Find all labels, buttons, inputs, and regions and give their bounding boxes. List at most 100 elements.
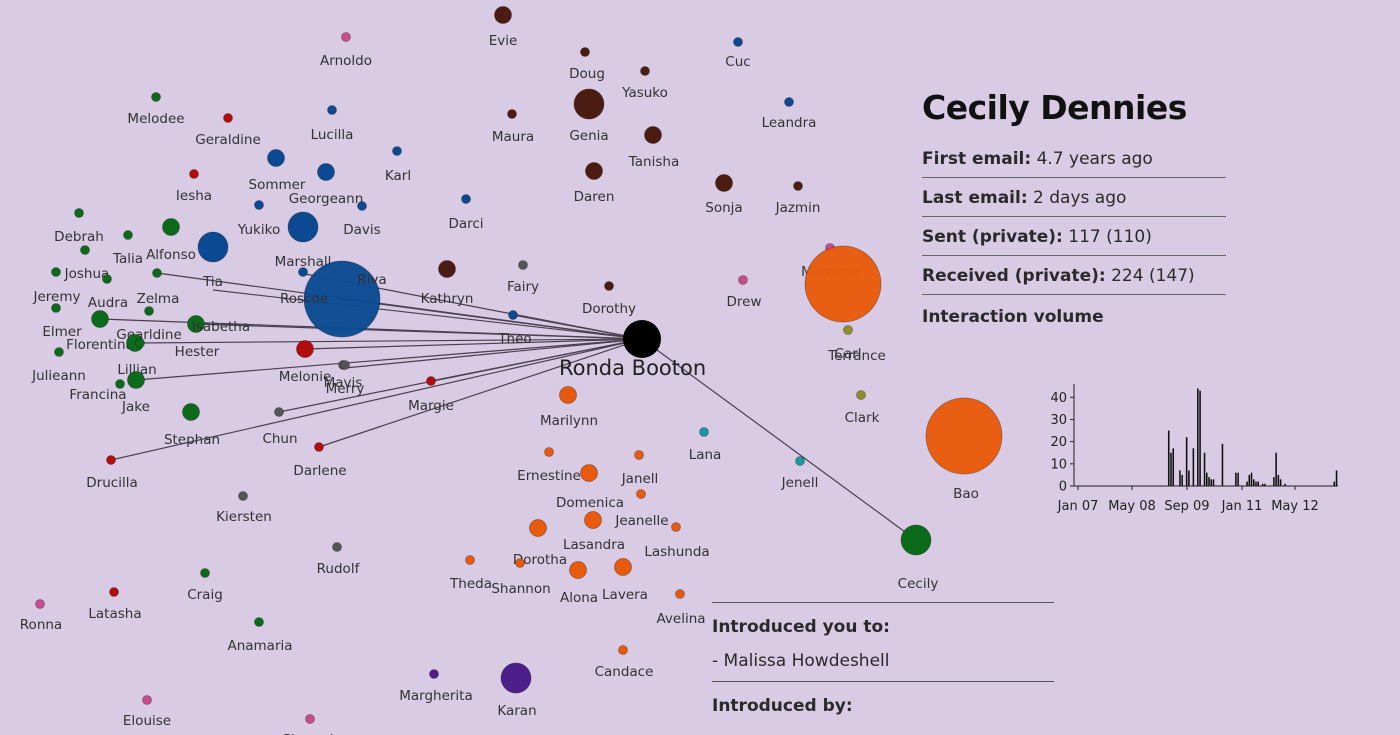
person-node-circle[interactable] xyxy=(426,376,436,386)
person-node-circle[interactable] xyxy=(109,587,119,597)
person-node[interactable]: Sonja xyxy=(705,174,743,217)
person-node-circle[interactable] xyxy=(671,522,681,532)
person-node[interactable]: Doug xyxy=(569,47,605,83)
person-node-circle[interactable] xyxy=(544,447,554,457)
person-node[interactable]: Kiersten xyxy=(216,491,272,526)
person-node-circle[interactable] xyxy=(197,231,229,263)
person-node[interactable]: Elouise xyxy=(123,695,171,730)
person-node-circle[interactable] xyxy=(925,397,1003,475)
person-node[interactable]: Genia xyxy=(569,88,609,144)
person-node-circle[interactable] xyxy=(317,163,335,181)
person-node[interactable]: Theda xyxy=(449,555,492,593)
person-node-circle[interactable] xyxy=(784,97,794,107)
person-node[interactable]: Lasandra xyxy=(563,511,625,554)
person-node[interactable]: Drucilla xyxy=(86,455,138,492)
person-node[interactable]: Margherita xyxy=(399,669,473,705)
person-node-circle[interactable] xyxy=(106,455,116,465)
person-node[interactable]: Lashunda xyxy=(644,522,710,561)
person-node-circle[interactable] xyxy=(699,427,709,437)
person-node[interactable]: Alfonso xyxy=(146,218,196,264)
person-node[interactable]: Stephan xyxy=(164,403,220,449)
person-node[interactable]: Leandra xyxy=(762,97,817,132)
person-node[interactable]: Lucilla xyxy=(311,105,354,144)
person-node-circle[interactable] xyxy=(341,32,351,42)
person-node-circle[interactable] xyxy=(507,109,517,119)
person-node-circle[interactable] xyxy=(123,230,133,240)
person-node-circle[interactable] xyxy=(640,66,650,76)
person-node-circle[interactable] xyxy=(518,260,528,270)
person-node-circle[interactable] xyxy=(35,599,45,609)
person-node-circle[interactable] xyxy=(357,201,367,211)
person-node-circle[interactable] xyxy=(142,695,152,705)
person-node[interactable]: Domenica xyxy=(556,464,624,512)
person-node-circle[interactable] xyxy=(900,524,932,556)
person-node-circle[interactable] xyxy=(91,310,109,328)
person-node[interactable]: Fairy xyxy=(507,260,539,296)
person-node[interactable]: Latasha xyxy=(88,587,142,623)
person-node-circle[interactable] xyxy=(238,491,248,501)
introduced-you-to-item[interactable]: - Malissa Howdeshell xyxy=(712,651,890,671)
person-node[interactable]: Lillian xyxy=(117,338,157,379)
person-node-circle[interactable] xyxy=(267,149,285,167)
person-node-circle[interactable] xyxy=(636,489,646,499)
person-node[interactable]: Ronna xyxy=(20,599,62,634)
person-node-circle[interactable] xyxy=(74,208,84,218)
person-node[interactable]: Florentina xyxy=(66,310,134,354)
person-node-circle[interactable] xyxy=(569,561,587,579)
focus-node[interactable] xyxy=(623,320,661,358)
person-node[interactable]: Darlene xyxy=(293,442,347,480)
person-node-circle[interactable] xyxy=(332,542,342,552)
person-node[interactable]: Joshua xyxy=(64,245,110,283)
person-node[interactable]: Tia xyxy=(197,231,229,290)
person-node[interactable]: Yasuko xyxy=(621,66,668,102)
person-node-circle[interactable] xyxy=(162,218,180,236)
person-node-circle[interactable] xyxy=(494,6,512,24)
person-node[interactable]: Tanisha xyxy=(628,126,679,171)
person-node[interactable]: Roscoe xyxy=(280,267,328,308)
person-node-circle[interactable] xyxy=(80,245,90,255)
person-node-circle[interactable] xyxy=(738,275,748,285)
person-node-circle[interactable] xyxy=(200,568,210,578)
person-node-circle[interactable] xyxy=(559,386,577,404)
person-node[interactable]: Melonie xyxy=(279,340,332,386)
person-node[interactable]: Shannon xyxy=(491,558,551,598)
person-node-circle[interactable] xyxy=(644,126,662,144)
person-node-circle[interactable] xyxy=(508,310,518,320)
person-node[interactable]: Rudolf xyxy=(317,542,361,578)
person-node-circle[interactable] xyxy=(465,555,475,565)
person-node[interactable]: Maura xyxy=(492,109,534,146)
person-node[interactable]: Davis xyxy=(343,201,381,239)
person-node[interactable]: Karan xyxy=(497,662,537,719)
person-node-circle[interactable] xyxy=(429,669,439,679)
person-node-circle[interactable] xyxy=(182,403,200,421)
person-node[interactable]: Arnoldo xyxy=(320,32,372,70)
person-node-circle[interactable] xyxy=(151,92,161,102)
person-node[interactable]: Janell xyxy=(621,450,659,488)
person-node[interactable]: Daren xyxy=(574,162,615,206)
person-node-circle[interactable] xyxy=(340,360,350,370)
person-node[interactable]: Georgeann xyxy=(289,163,364,208)
person-node[interactable]: Marshall xyxy=(275,211,332,270)
person-node-circle[interactable] xyxy=(298,267,308,277)
person-node-circle[interactable] xyxy=(187,315,205,333)
person-node[interactable]: Craig xyxy=(187,568,223,604)
person-node-circle[interactable] xyxy=(793,181,803,191)
person-node-circle[interactable] xyxy=(580,464,598,482)
person-node-circle[interactable] xyxy=(614,558,632,576)
person-node[interactable]: Sommer xyxy=(249,149,306,194)
person-node-circle[interactable] xyxy=(500,662,532,694)
person-node[interactable]: Ernestine xyxy=(517,447,581,485)
person-node-circle[interactable] xyxy=(152,268,162,278)
person-node-circle[interactable] xyxy=(115,379,125,389)
person-node[interactable]: Jenell xyxy=(781,456,819,492)
person-node[interactable]: Karl xyxy=(385,146,411,185)
person-node-circle[interactable] xyxy=(144,306,154,316)
person-node[interactable]: Cecily xyxy=(898,524,939,592)
person-node-circle[interactable] xyxy=(634,450,644,460)
person-node[interactable]: Talia xyxy=(112,230,143,268)
person-node-circle[interactable] xyxy=(515,558,525,568)
person-node[interactable]: Lavera xyxy=(602,558,648,604)
person-node-circle[interactable] xyxy=(102,274,112,284)
person-node-circle[interactable] xyxy=(843,325,853,335)
